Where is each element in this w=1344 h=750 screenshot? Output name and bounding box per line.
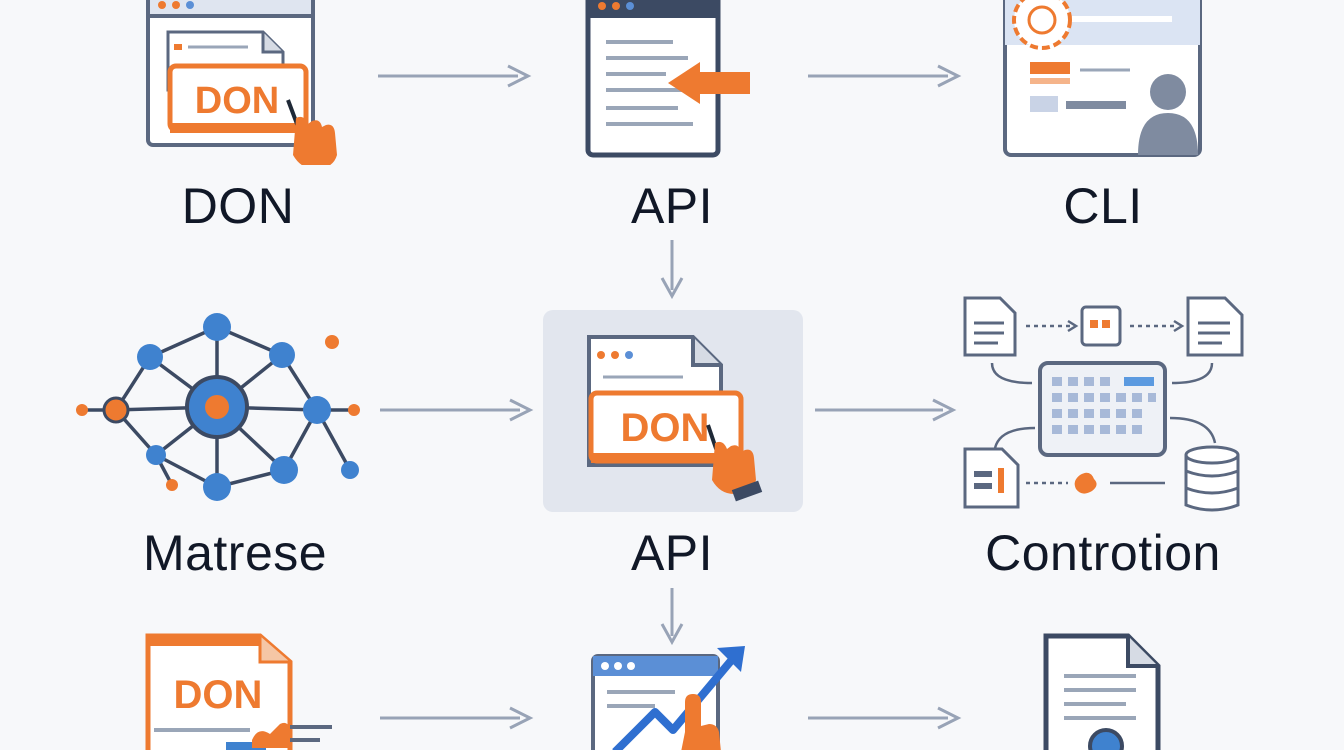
data-flow-icon[interactable] [960, 293, 1250, 515]
document-pointer-icon[interactable]: DON [140, 632, 340, 750]
arrow-right [808, 706, 962, 730]
node-label: DON [181, 178, 295, 234]
document-pointer-icon[interactable]: DON [583, 335, 778, 505]
node-label: Controtion [985, 525, 1221, 581]
badge-text: DON [621, 406, 710, 450]
document-pointer-icon[interactable]: DON [138, 0, 348, 165]
badge-text: DON [195, 80, 279, 122]
arrow-down [660, 588, 684, 646]
node-label: API [630, 525, 714, 581]
browser-api-icon[interactable] [578, 0, 768, 160]
arrow-right [378, 64, 532, 88]
arrow-right [380, 706, 534, 730]
node-label: API [630, 178, 714, 234]
badge-text: DON [174, 673, 263, 717]
arrow-down [660, 240, 684, 300]
arrow-right [815, 398, 957, 422]
arrow-right [808, 64, 962, 88]
document-magnifier-icon[interactable] [1040, 632, 1170, 750]
growth-chart-icon[interactable] [585, 642, 765, 750]
profile-config-icon[interactable] [1000, 0, 1210, 165]
network-graph-icon[interactable] [72, 305, 372, 510]
arrow-right [380, 398, 534, 422]
node-label: Matrese [142, 525, 328, 581]
node-label: CLI [1063, 178, 1143, 234]
